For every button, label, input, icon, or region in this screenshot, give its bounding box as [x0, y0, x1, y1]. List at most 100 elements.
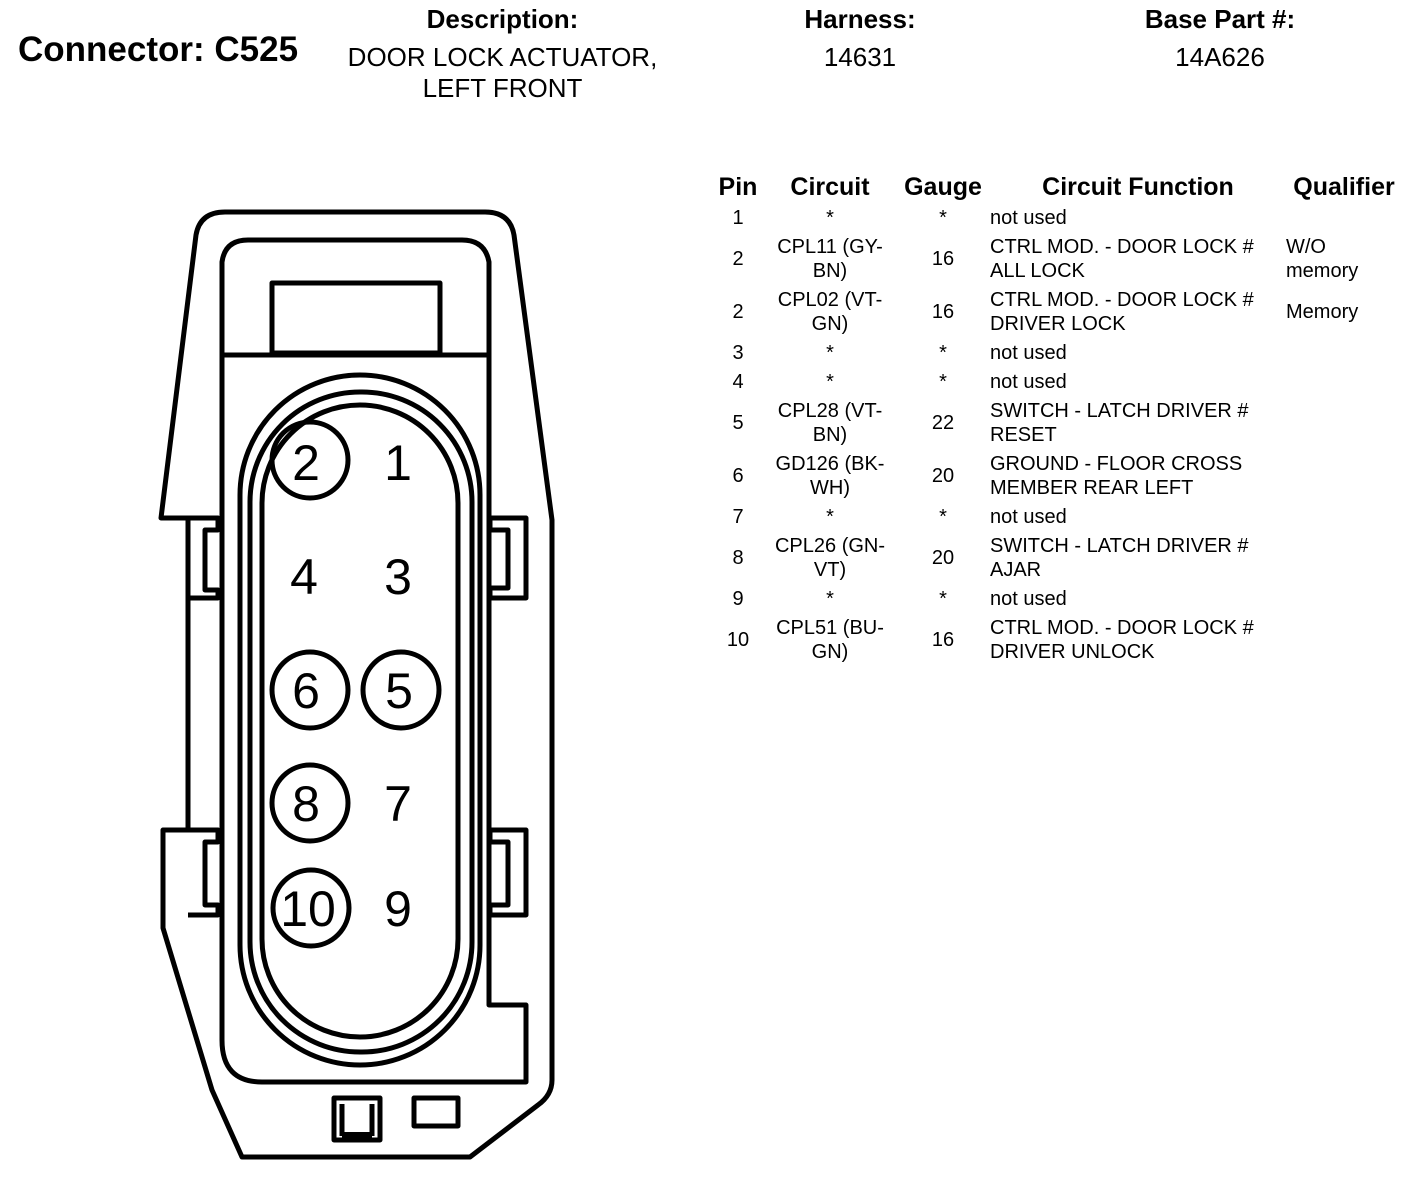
right-latch-tab	[487, 515, 529, 601]
pin-label-7: 7	[384, 776, 412, 832]
cell-pin: 2	[732, 248, 744, 270]
cell-qualifier	[1286, 204, 1402, 233]
cell-pin: 2	[732, 301, 744, 323]
cell-qualifier	[1286, 339, 1402, 368]
body-frame	[219, 355, 529, 1085]
header-gauge: Gauge	[904, 172, 982, 201]
cell-qualifier	[1286, 614, 1402, 667]
pin-circle-2	[269, 419, 351, 501]
cell-function: not used	[990, 506, 1067, 528]
cell-circuit: *	[826, 506, 834, 528]
cell-qualifier	[1286, 532, 1402, 585]
pin-label-4: 4	[290, 549, 318, 605]
cell-qualifier	[1286, 368, 1402, 397]
table-row: 2 CPL02 (VT-GN) 16 CTRL MOD. - DOOR LOCK…	[712, 286, 1402, 339]
bottom-key-left-fill	[342, 1132, 372, 1140]
cell-function: SWITCH - LATCH DRIVER # AJAR	[990, 535, 1249, 581]
pin-label-8: 8	[292, 776, 320, 832]
pin-label-10: 10	[280, 881, 336, 937]
table-header-row: Pin Circuit Gauge Circuit Function Quali…	[712, 170, 1402, 204]
cell-gauge: *	[939, 207, 947, 229]
left-latch-tab-lower	[188, 827, 221, 918]
cell-circuit: CPL28 (VT-BN)	[777, 400, 883, 446]
cell-qualifier: Memory	[1286, 301, 1359, 323]
cell-function: CTRL MOD. - DOOR LOCK # DRIVER LOCK	[990, 289, 1254, 335]
cell-pin: 8	[732, 547, 744, 569]
cell-circuit: *	[826, 588, 834, 610]
pin-label-6: 6	[292, 663, 320, 719]
harness-value: 14631	[823, 42, 897, 72]
table-row: 3 * * not used	[712, 339, 1402, 368]
header-circuit-function: Circuit Function	[1042, 172, 1234, 201]
table-row: 10 CPL51 (BU-GN) 16 CTRL MOD. - DOOR LOC…	[712, 614, 1402, 667]
cell-circuit: *	[826, 207, 834, 229]
connector-title: Connector: C525	[18, 30, 299, 69]
cell-function: not used	[990, 588, 1067, 610]
cell-circuit: CPL51 (BU-GN)	[776, 617, 884, 663]
cell-gauge: 22	[931, 412, 955, 434]
seal-ring-inner	[259, 402, 461, 1040]
cell-circuit: CPL02 (VT-GN)	[777, 289, 883, 335]
cell-gauge: 16	[931, 301, 955, 323]
inner-top-frame	[219, 237, 492, 355]
connector-face-diagram: 2 1 4 3 6 5 8 7 10 9	[158, 209, 555, 1160]
table-row: 9 * * not used	[712, 585, 1402, 614]
pin-label-3: 3	[384, 549, 412, 605]
cell-pin: 1	[732, 207, 744, 229]
cell-qualifier	[1286, 450, 1402, 503]
latch-window	[269, 280, 443, 356]
cell-pin: 3	[732, 342, 744, 364]
cell-function: GROUND - FLOOR CROSS MEMBER REAR LEFT	[990, 453, 1243, 499]
pin-circle-10	[270, 867, 352, 949]
cell-pin: 5	[732, 412, 744, 434]
table-row: 1 * * not used	[712, 204, 1402, 233]
cell-circuit: GD126 (BK-WH)	[775, 453, 885, 499]
cell-gauge: 20	[931, 465, 955, 487]
cell-qualifier	[1286, 503, 1402, 532]
base-part-value: 14A626	[1175, 42, 1265, 72]
cell-function: not used	[990, 207, 1067, 229]
header-circuit: Circuit	[790, 172, 870, 201]
cell-function: CTRL MOD. - DOOR LOCK # DRIVER UNLOCK	[990, 617, 1254, 663]
cell-gauge: *	[939, 506, 947, 528]
cell-qualifier	[1286, 585, 1402, 614]
cell-function: not used	[990, 342, 1067, 364]
description-line-1: DOOR LOCK ACTUATOR,	[347, 42, 658, 72]
table-row: 4 * * not used	[712, 368, 1402, 397]
description-value: DOOR LOCK ACTUATOR, LEFT FRONT	[330, 42, 675, 104]
cell-circuit: CPL26 (GN-VT)	[774, 535, 886, 581]
pin-circle-8	[269, 762, 351, 844]
pin-label-5: 5	[385, 663, 413, 719]
cell-gauge: *	[939, 342, 947, 364]
pin-label-9: 9	[384, 881, 412, 937]
base-part-label: Base Part #:	[1144, 4, 1296, 34]
table-row: 7 * * not used	[712, 503, 1402, 532]
cell-qualifier: W/O memory	[1286, 236, 1359, 282]
table-row: 6 GD126 (BK-WH) 20 GROUND - FLOOR CROSS …	[712, 450, 1402, 503]
pin-circle-6	[269, 649, 351, 731]
cell-pin: 7	[732, 506, 744, 528]
cell-circuit: *	[826, 342, 834, 364]
seal-ring-middle	[247, 389, 475, 1055]
cell-pin: 4	[732, 371, 744, 393]
table-row: 5 CPL28 (VT-BN) 22 SWITCH - LATCH DRIVER…	[712, 397, 1402, 450]
cell-pin: 9	[732, 588, 744, 610]
pin-label-2: 2	[292, 435, 320, 491]
header-qualifier: Qualifier	[1293, 172, 1395, 201]
right-latch-tab-lower	[487, 827, 529, 918]
cell-gauge: 20	[931, 547, 955, 569]
pin-circle-5	[360, 649, 442, 731]
description-label: Description:	[426, 4, 579, 34]
cell-circuit: *	[826, 371, 834, 393]
cell-circuit: CPL11 (GY-BN)	[777, 236, 883, 282]
table-row: 2 CPL11 (GY-BN) 16 CTRL MOD. - DOOR LOCK…	[712, 233, 1402, 286]
cell-qualifier	[1286, 397, 1402, 450]
cell-function: not used	[990, 371, 1067, 393]
pinout-table: Pin Circuit Gauge Circuit Function Quali…	[712, 170, 1402, 667]
cell-gauge: 16	[931, 248, 955, 270]
table-row: 8 CPL26 (GN-VT) 20 SWITCH - LATCH DRIVER…	[712, 532, 1402, 585]
left-latch-tab	[188, 515, 221, 601]
pin-label-1: 1	[384, 435, 412, 491]
description-line-2: LEFT FRONT	[422, 73, 583, 103]
cell-pin: 10	[726, 629, 750, 651]
